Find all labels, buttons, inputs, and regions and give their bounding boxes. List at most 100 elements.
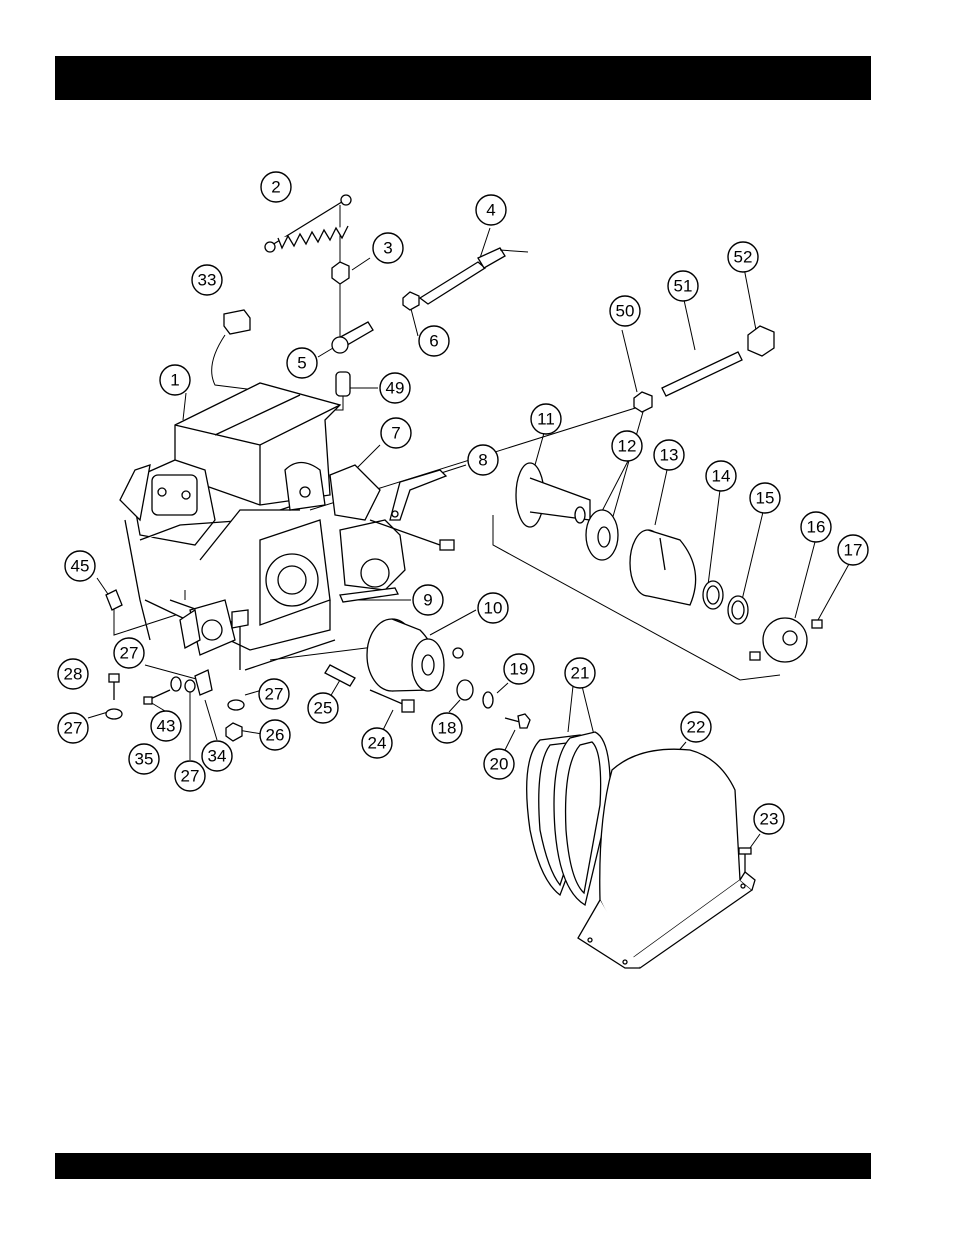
callout-14-label: 14 — [712, 467, 731, 486]
part-6-nut — [403, 292, 419, 310]
part-20-bolt — [505, 714, 530, 728]
part-52-nut — [748, 326, 774, 356]
callout-6-label: 6 — [429, 332, 438, 351]
callout-6: 6 — [419, 326, 449, 356]
callout-43-label: 43 — [157, 717, 176, 736]
callout-43: 43 — [151, 711, 181, 741]
part-12-disc — [586, 510, 618, 560]
callout-49: 49 — [380, 373, 410, 403]
callout-52: 52 — [728, 242, 758, 272]
part-16-collar — [763, 618, 807, 662]
callout-8: 8 — [468, 445, 498, 475]
part-1-engine — [120, 383, 405, 670]
part-18-washer — [457, 680, 473, 700]
callout-27-bottom: 27 — [175, 761, 205, 791]
callout-25: 25 — [308, 693, 338, 723]
callout-9-label: 9 — [423, 591, 432, 610]
callout-3: 3 — [373, 233, 403, 263]
part-34-fitting — [195, 670, 212, 695]
callout-8-label: 8 — [478, 451, 487, 470]
part-43-lockwasher — [171, 677, 181, 691]
callout-28-label: 28 — [64, 665, 83, 684]
callout-23: 23 — [754, 804, 784, 834]
callout-22: 22 — [681, 712, 711, 742]
callout-7: 7 — [381, 418, 411, 448]
callout-20-label: 20 — [490, 755, 509, 774]
part-35-screw — [144, 690, 170, 704]
part-19-washer — [483, 692, 493, 708]
part-11-hub — [516, 463, 590, 527]
callout-14: 14 — [706, 461, 736, 491]
callout-21-label: 21 — [571, 664, 590, 683]
callout-34: 34 — [202, 741, 232, 771]
callout-12-label: 12 — [618, 437, 637, 456]
part-49-sleeve — [336, 372, 350, 396]
callout-26-label: 26 — [266, 726, 285, 745]
callout-27-right-label: 27 — [265, 685, 284, 704]
callout-11: 11 — [531, 404, 561, 434]
callout-52-label: 52 — [734, 248, 753, 267]
callout-28: 28 — [58, 659, 88, 689]
callout-19-label: 19 — [510, 660, 529, 679]
callout-11-label: 11 — [537, 410, 555, 429]
part-15-ring — [728, 596, 748, 624]
callout-45: 45 — [65, 551, 95, 581]
part-4-cable — [420, 248, 528, 304]
callout-10-label: 10 — [484, 599, 503, 618]
callout-4-label: 4 — [486, 201, 495, 220]
part-23-bolt — [739, 848, 751, 872]
part-5-rod-end — [332, 322, 373, 353]
callout-27-top: 27 — [114, 638, 144, 668]
part-2-spring — [265, 195, 351, 252]
part-24-bolt — [370, 690, 414, 712]
callout-50: 50 — [610, 296, 640, 326]
callout-18-label: 18 — [438, 719, 457, 738]
callout-18: 18 — [432, 713, 462, 743]
part-8-bracket — [390, 470, 446, 520]
part-14-bearing — [703, 581, 723, 609]
part-45-cap — [106, 590, 122, 610]
callout-17-label: 17 — [844, 541, 863, 560]
callout-2: 2 — [261, 172, 291, 202]
callout-12: 12 — [612, 431, 642, 461]
callout-25-label: 25 — [314, 699, 333, 718]
part-13-drum — [630, 530, 696, 605]
callout-51: 51 — [668, 271, 698, 301]
part-33-block — [224, 310, 250, 334]
part-10-clutch — [367, 619, 463, 691]
callout-2-label: 2 — [271, 178, 280, 197]
callout-23-label: 23 — [760, 810, 779, 829]
part-50-nut — [634, 392, 652, 412]
callout-33: 33 — [192, 265, 222, 295]
callout-1-label: 1 — [170, 371, 179, 390]
callout-15: 15 — [750, 483, 780, 513]
callout-1: 1 — [160, 365, 190, 395]
callout-16-label: 16 — [807, 518, 826, 537]
callout-22-label: 22 — [687, 718, 706, 737]
callout-27-top-label: 27 — [120, 644, 139, 663]
callout-27-bottom-label: 27 — [181, 767, 200, 786]
callout-34-label: 34 — [208, 747, 227, 766]
callout-50-label: 50 — [616, 302, 635, 321]
callout-51-label: 51 — [674, 277, 693, 296]
part-25-pin — [325, 665, 355, 686]
callout-13-label: 13 — [660, 446, 679, 465]
callout-27-left-label: 27 — [64, 719, 83, 738]
callout-35-label: 35 — [135, 750, 154, 769]
callout-5: 5 — [287, 348, 317, 378]
callout-16: 16 — [801, 512, 831, 542]
part-28-bolt — [109, 674, 119, 700]
callout-13: 13 — [654, 440, 684, 470]
callout-17: 17 — [838, 535, 868, 565]
callout-19: 19 — [504, 654, 534, 684]
callout-4: 4 — [476, 195, 506, 225]
callout-33-label: 33 — [198, 271, 217, 290]
part-3-nut — [332, 262, 349, 284]
callout-49-label: 49 — [386, 379, 405, 398]
callout-35: 35 — [129, 744, 159, 774]
callout-24-label: 24 — [368, 734, 387, 753]
part-26-nut — [226, 723, 242, 741]
callout-9: 9 — [413, 585, 443, 615]
callout-21: 21 — [565, 658, 595, 688]
